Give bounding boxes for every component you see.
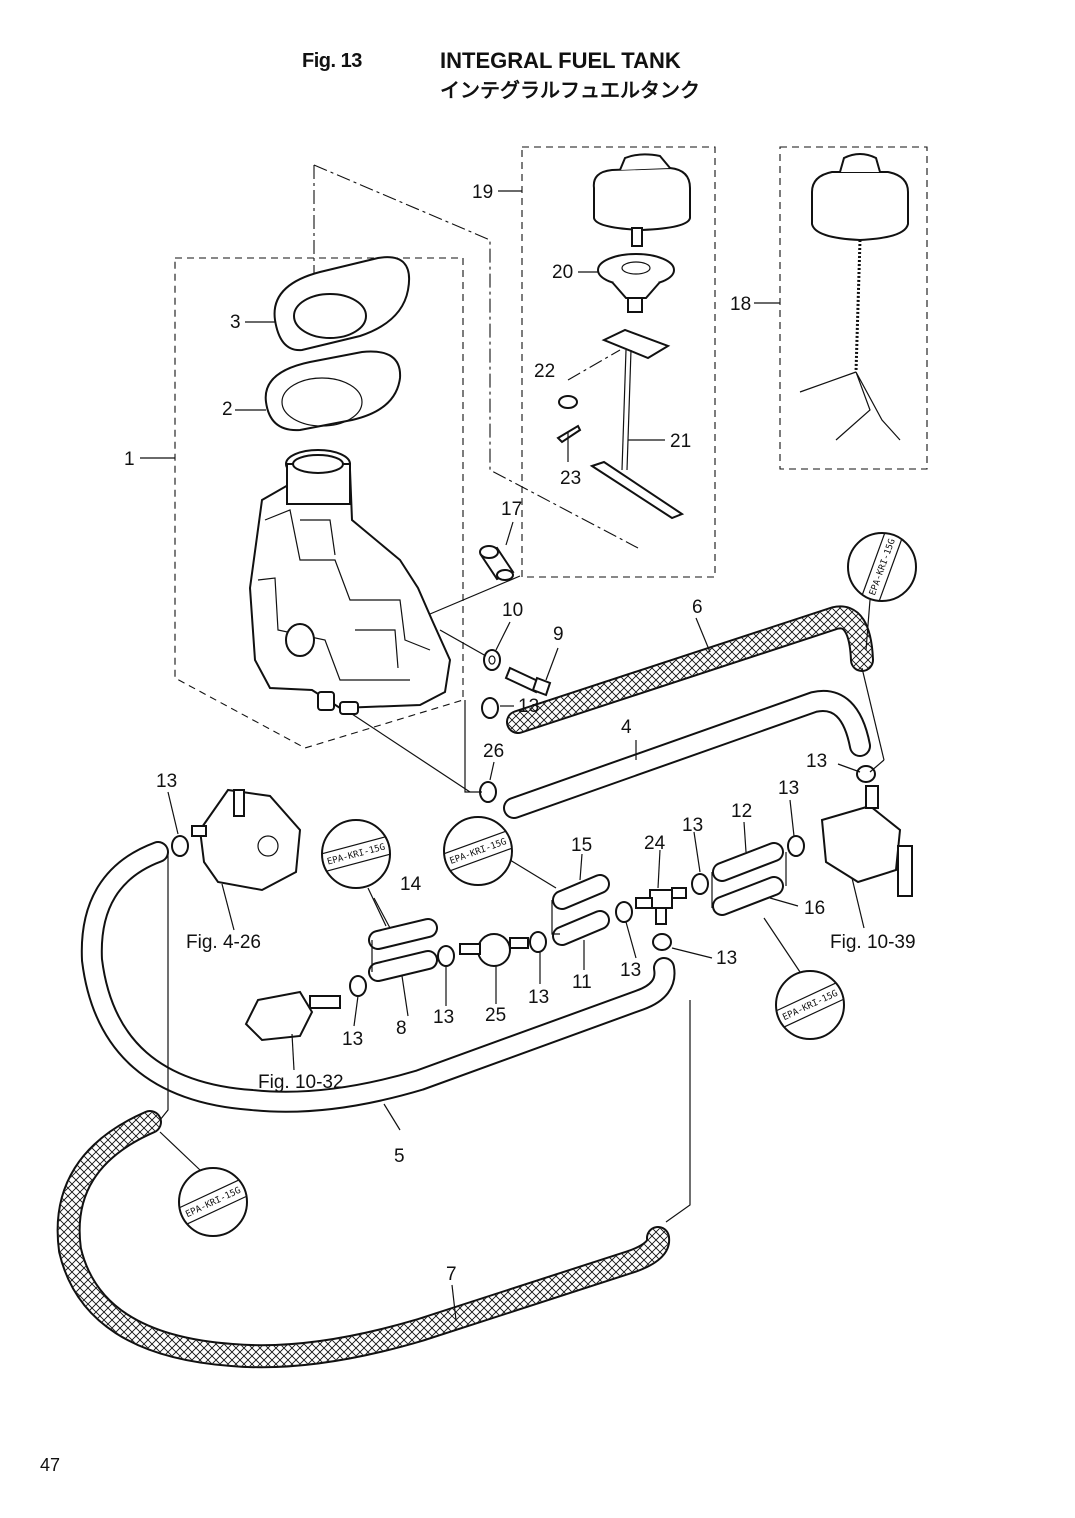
primer-connector [244, 990, 341, 1042]
callout-3: 3 [230, 312, 241, 333]
callout-13: 13 [682, 815, 703, 836]
callout-17: 17 [501, 499, 522, 520]
fuel-cock [820, 785, 913, 897]
hose-12 [712, 842, 784, 882]
callout-8: 8 [396, 1018, 407, 1039]
callout-11: 11 [572, 972, 592, 993]
hose-6 [506, 605, 874, 734]
reference-fig-4-26: Fig. 4-26 [186, 932, 261, 953]
leader-line [439, 629, 487, 657]
cap-assembly-19-group-box [521, 146, 716, 578]
callout-5: 5 [394, 1146, 405, 1167]
callout-2: 2 [222, 399, 233, 420]
hose-16 [712, 876, 784, 916]
filter-pad [273, 256, 411, 352]
callout-labels: 1 2 3 4 5 6 7 8 9 10 11 12 13 13 13 13 1… [124, 182, 827, 1285]
figure-number: Fig. 13 [302, 50, 362, 72]
hose-7 [56, 1110, 671, 1369]
callout-13: 13 [806, 751, 827, 772]
filler-cap [592, 153, 691, 247]
reference-fig-10-39: Fig. 10-39 [830, 932, 916, 953]
t-joint [635, 887, 687, 925]
bolt [504, 666, 552, 697]
callout-22: 22 [534, 361, 555, 382]
tank-assembly-group-box [174, 257, 464, 749]
callout-1: 1 [124, 449, 135, 470]
cap-gasket [597, 253, 675, 313]
callout-13: 13 [778, 778, 799, 799]
callout-13: 13 [433, 1007, 454, 1028]
fuel-gauge-float [589, 328, 685, 520]
rubber-bushing [479, 545, 515, 581]
callout-19: 19 [472, 182, 493, 203]
callout-6: 6 [692, 597, 703, 618]
fuel-pump [191, 788, 302, 892]
hose-8 [368, 950, 438, 982]
hose-14 [368, 918, 438, 950]
page-title-japanese: インテグラルフュエルタンク [440, 78, 700, 102]
alignment-line [567, 349, 621, 381]
callout-20: 20 [552, 262, 573, 283]
callout-26: 26 [483, 741, 504, 762]
washer [483, 649, 501, 671]
callout-13: 13 [518, 696, 539, 717]
fuel-filter [459, 933, 529, 967]
fuel-cap-with-chain [799, 153, 909, 441]
callout-7: 7 [446, 1264, 457, 1285]
callout-4: 4 [621, 717, 632, 738]
hose-5 [80, 841, 676, 1113]
hose-marking-stamp: EPA-KRI-15G [847, 532, 917, 651]
callout-13: 13 [716, 948, 737, 969]
alignment-line [313, 164, 639, 549]
callout-9: 9 [553, 624, 564, 645]
callout-12: 12 [731, 801, 752, 822]
hose-marking-stamp: EPA-KRI-15G [321, 819, 391, 927]
gasket [264, 350, 402, 432]
callout-25: 25 [485, 1005, 506, 1026]
hose-marking-stamp: EPA-KRI-15G [159, 1131, 248, 1237]
cap-assembly-18-group-box [779, 146, 928, 470]
callout-18: 18 [730, 294, 751, 315]
callout-13: 13 [620, 960, 641, 981]
callout-13: 13 [342, 1029, 363, 1050]
connection-lines [159, 667, 885, 1223]
leader-lines [140, 190, 865, 1321]
hose-4 [503, 690, 871, 819]
page-number: 47 [40, 1455, 61, 1475]
callout-16: 16 [804, 898, 825, 919]
hose-11 [552, 910, 610, 946]
callout-15: 15 [571, 835, 592, 856]
callout-13: 13 [156, 771, 177, 792]
reference-fig-10-32: Fig. 10-32 [258, 1072, 344, 1093]
callout-14: 14 [400, 874, 422, 895]
hose-clamps [171, 697, 876, 997]
callout-23: 23 [560, 468, 581, 489]
callout-21: 21 [670, 431, 691, 452]
hose-15 [552, 874, 610, 910]
hose-marking-stamp: EPA-KRI-15G [443, 816, 557, 889]
callout-13: 13 [528, 987, 549, 1008]
leader-line [429, 575, 521, 615]
hose-marking-stamp: EPA-KRI-15G [763, 917, 845, 1040]
fuel-tank [248, 449, 452, 715]
page-title: INTEGRAL FUEL TANK [440, 48, 681, 73]
pin [556, 424, 582, 444]
small-washer [558, 395, 578, 409]
callout-10: 10 [502, 600, 523, 621]
callout-24: 24 [644, 833, 666, 854]
figure-references: Fig. 4-26 Fig. 10-39 Fig. 10-32 [186, 932, 916, 1093]
